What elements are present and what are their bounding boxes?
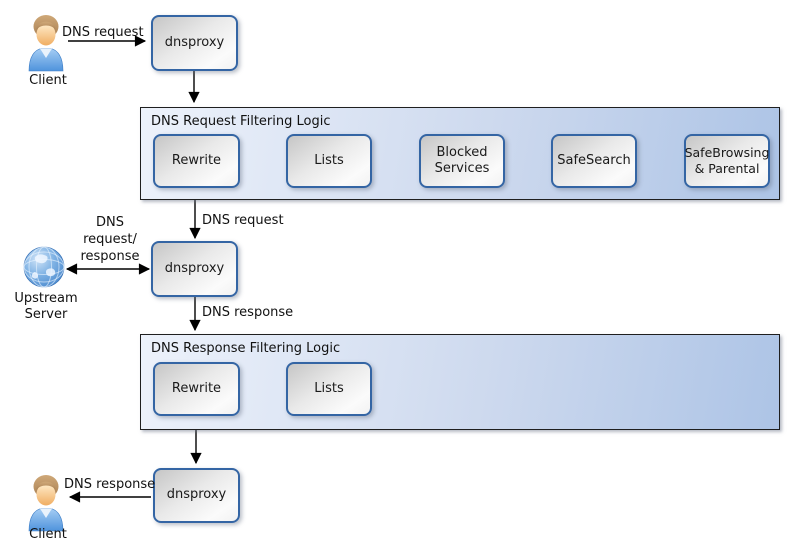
container-request-filtering-title: DNS Request Filtering Logic — [151, 114, 331, 129]
node-label: dnsproxy — [164, 260, 225, 276]
step-lists-request: Lists — [286, 134, 372, 188]
node-label: Blocked Services — [434, 144, 490, 176]
globe-icon — [23, 246, 65, 288]
step-safesearch: SafeSearch — [551, 134, 637, 188]
node-label: SafeSearch — [557, 152, 631, 168]
node-label: SafeBrowsing & Parental — [684, 145, 770, 176]
container-response-filtering: DNS Response Filtering Logic — [140, 334, 780, 430]
node-label: dnsproxy — [164, 34, 225, 50]
upstream-server-icon — [22, 245, 66, 293]
node-label: Rewrite — [171, 380, 222, 396]
person-icon — [28, 15, 64, 72]
edge-label-client-response: DNS response — [64, 477, 156, 492]
step-rewrite-request: Rewrite — [153, 134, 240, 188]
edge-label-filtered-request: DNS request — [202, 213, 284, 228]
upstream-server-label: Upstream Server — [14, 291, 78, 322]
node-label: Lists — [314, 152, 344, 168]
container-response-filtering-title: DNS Response Filtering Logic — [151, 341, 341, 356]
step-rewrite-response: Rewrite — [153, 362, 240, 416]
edge-label-dns-response: DNS response — [202, 305, 294, 320]
node-dnsproxy-core: dnsproxy — [151, 241, 238, 297]
client-top-icon — [26, 10, 66, 76]
node-dnsproxy-egress: dnsproxy — [153, 468, 240, 523]
step-blocked-services: Blocked Services — [419, 134, 505, 188]
node-label: Lists — [314, 380, 344, 396]
node-label: dnsproxy — [166, 487, 227, 503]
node-dnsproxy-ingress: dnsproxy — [151, 15, 238, 71]
step-lists-response: Lists — [286, 362, 372, 416]
step-safebrowsing-parental: SafeBrowsing & Parental — [684, 134, 770, 188]
client-bottom-icon — [26, 470, 66, 536]
edge-label-upstream-exchange: DNS request/ response — [80, 215, 140, 264]
node-label: Rewrite — [171, 152, 222, 168]
client-bottom-label: Client — [29, 527, 67, 542]
client-top-label: Client — [29, 73, 67, 88]
edge-label-client-request: DNS request — [62, 25, 144, 40]
person-icon — [28, 475, 64, 532]
